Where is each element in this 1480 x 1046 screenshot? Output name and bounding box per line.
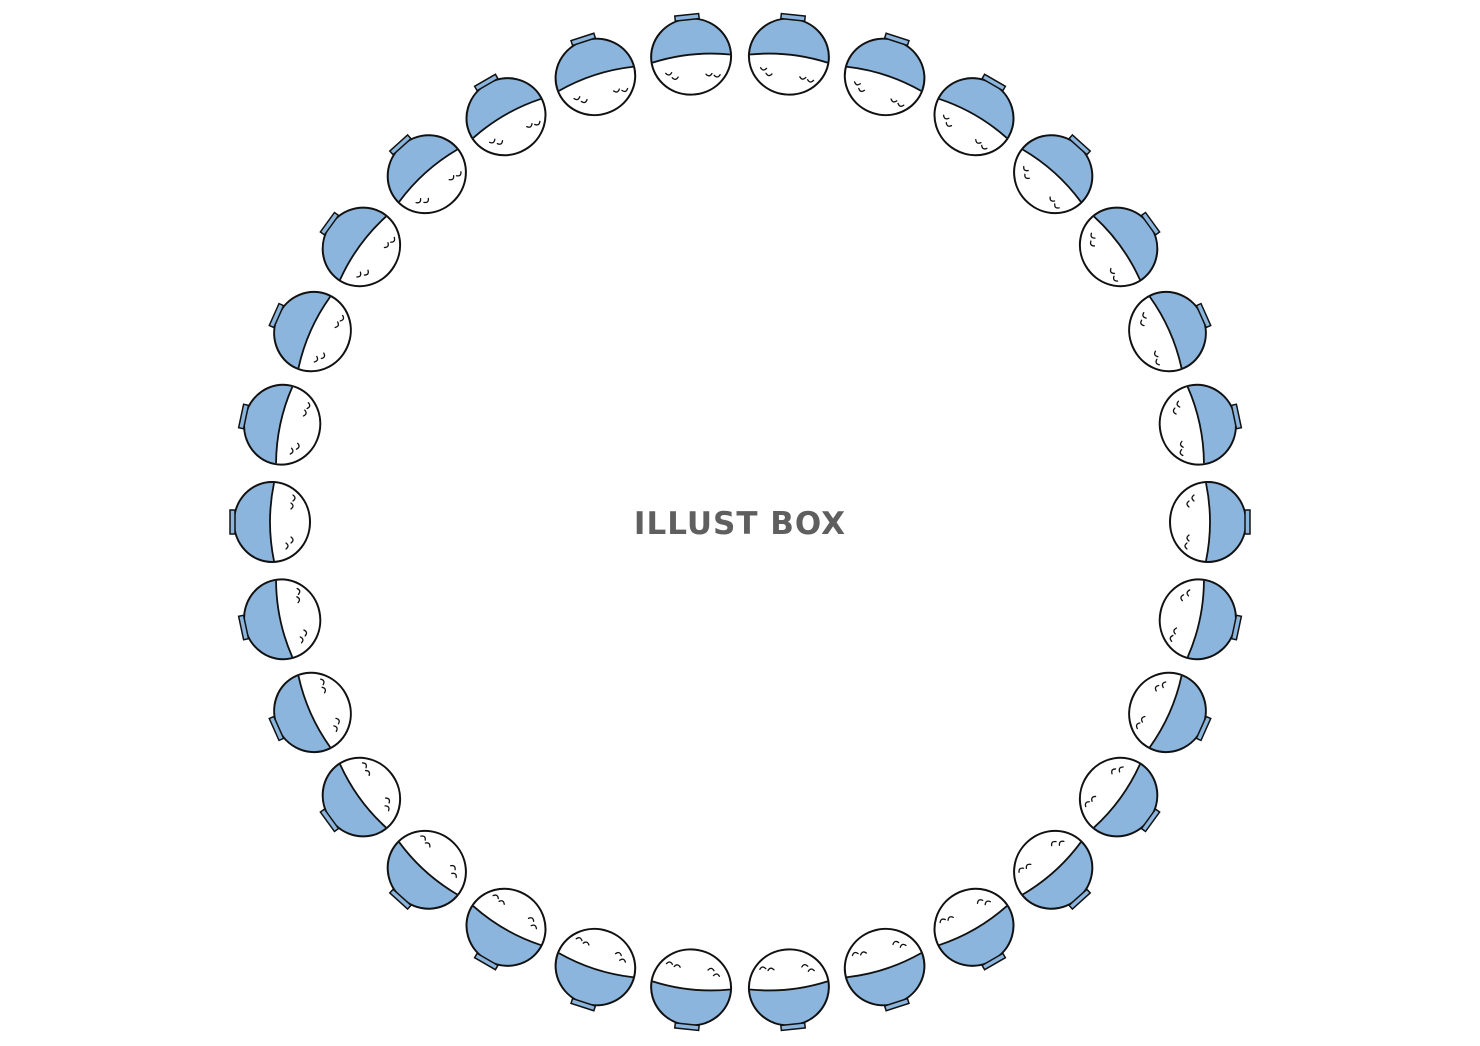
rice-bowl-icon bbox=[452, 887, 547, 981]
rice-bowl-icon bbox=[1078, 756, 1173, 852]
rice-bowl-icon bbox=[452, 63, 547, 157]
rice-bowl-icon bbox=[261, 279, 352, 373]
rice-bowl-icon bbox=[1013, 829, 1109, 925]
rice-bowl-icon bbox=[746, 948, 833, 1032]
illust-box-watermark: ILLUST BOX bbox=[633, 506, 847, 542]
rice-bowl-icon bbox=[1128, 671, 1219, 765]
rice-bowl-icon bbox=[307, 756, 402, 852]
rice-bowl-icon bbox=[261, 671, 352, 765]
rice-bowl-icon bbox=[236, 577, 322, 667]
rice-bowl-icon bbox=[307, 192, 402, 288]
rice-bowl-icon bbox=[229, 481, 311, 563]
rice-bowl-icon bbox=[647, 948, 734, 1032]
rice-bowl-icon bbox=[371, 119, 467, 215]
rice-bowl-icon bbox=[647, 12, 734, 96]
rice-bowl-icon bbox=[933, 63, 1028, 157]
rice-bowl-icon bbox=[933, 887, 1028, 981]
rice-bowl-icon bbox=[1169, 481, 1251, 563]
rice-bowl-icon bbox=[746, 12, 833, 96]
rice-bowl-icon bbox=[1078, 192, 1173, 288]
rice-bowl-icon bbox=[843, 927, 935, 1016]
rice-bowl-icon bbox=[1013, 119, 1109, 215]
rice-bowl-icon bbox=[1158, 377, 1244, 467]
rice-bowl-icon bbox=[545, 28, 637, 117]
rice-bowl-icon bbox=[236, 377, 322, 467]
rice-bowl-icon bbox=[843, 28, 935, 117]
rice-bowl-icon bbox=[1158, 577, 1244, 667]
rice-bowl-icon bbox=[545, 927, 637, 1016]
rice-bowl-icon bbox=[371, 829, 467, 925]
rice-bowl-icon bbox=[1128, 279, 1219, 373]
